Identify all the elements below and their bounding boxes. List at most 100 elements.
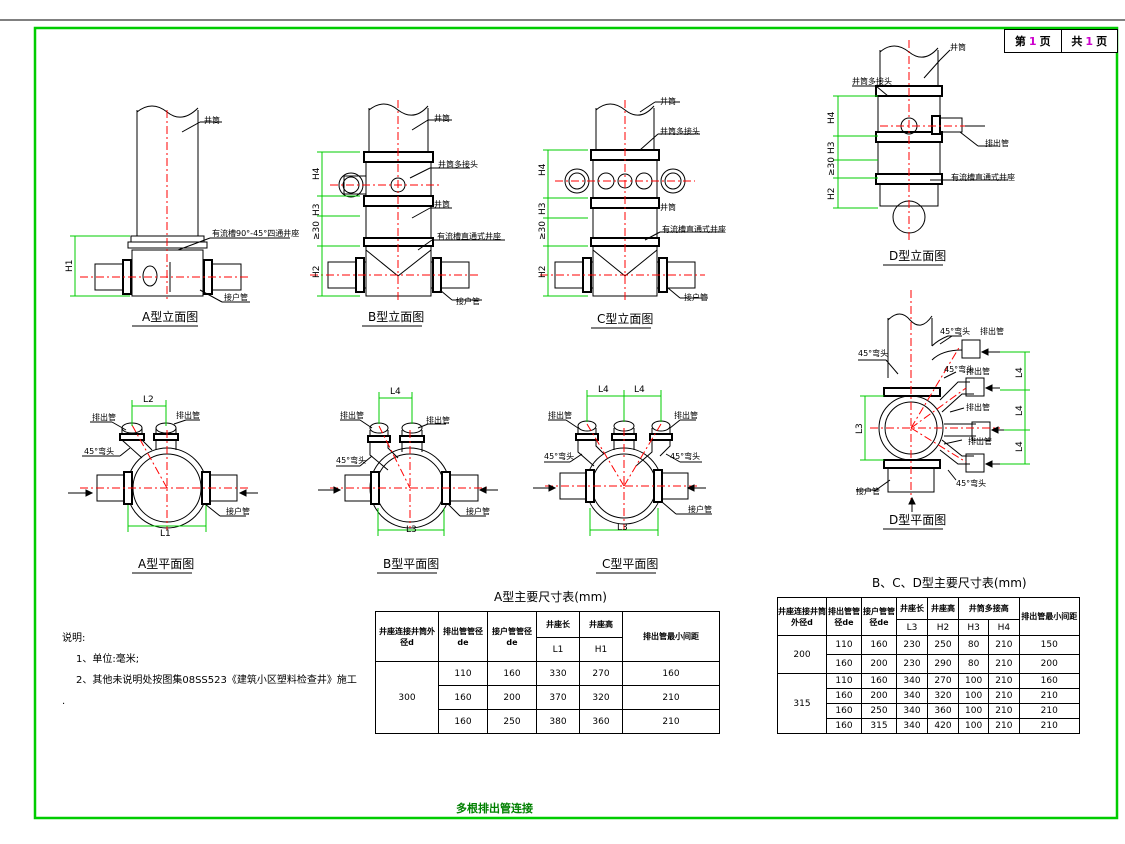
total-unit: 页 xyxy=(1096,35,1108,48)
b-plan-outlet-left-label: 排出管 xyxy=(340,410,364,420)
a-plan-l1-dim: L1 xyxy=(160,529,171,539)
tb-g0r0c1: 160 xyxy=(861,635,897,655)
notes-item-1: 1、单位:毫米; xyxy=(76,654,140,665)
tb-g1r0c1: 160 xyxy=(861,673,897,689)
b-elev-ge30-dim: ≥30 xyxy=(312,221,322,240)
d-plan-l4c-dim: L4 xyxy=(1015,441,1025,452)
tb-g1r0c0: 110 xyxy=(826,673,862,689)
tb-g1r2c4: 100 xyxy=(957,703,990,719)
ta-h2: 排出管管径de xyxy=(438,611,488,662)
b-elev-shaft-label: 井筒 xyxy=(434,113,450,123)
d-plan-elbow1-label: 45°弯头 xyxy=(940,326,970,336)
c-elev-h3-dim: H3 xyxy=(538,203,548,216)
c-elevation-caption: C型立面图 xyxy=(597,311,653,326)
d-elevation-view xyxy=(833,40,1008,240)
ta-r1c3: 320 xyxy=(579,685,623,710)
b-elev-h3-dim: H3 xyxy=(312,204,322,217)
a-elev-base-label: 有流槽90°-45°四通井座 xyxy=(212,228,299,238)
notes-item-2: 2、其他未说明处按图集08SS523《建筑小区塑料检查井》施工 xyxy=(76,675,357,686)
b-plan-caption: B型平面图 xyxy=(383,557,439,571)
ta-sh4: L1 xyxy=(536,637,580,662)
tb-g1r2c1: 250 xyxy=(861,703,897,719)
c-elev-h4-dim: H4 xyxy=(538,163,548,176)
d-elev-outlet-label: 排出管 xyxy=(985,138,1009,148)
tb-sh6b: H4 xyxy=(988,619,1020,636)
tb-g0r0c4: 80 xyxy=(957,635,990,655)
a-elev-shaft-label: 井筒 xyxy=(204,115,220,125)
tb-g1r1c1: 200 xyxy=(861,688,897,704)
b-plan-outlet-right-label: 排出管 xyxy=(426,415,450,425)
tb-g1r3c6: 210 xyxy=(1018,718,1080,734)
ta-r0c3: 270 xyxy=(579,661,623,686)
b-plan-view xyxy=(318,392,498,536)
table-a: 井座连接井筒外径d 排出管管径de 接户管管径de 井座长 井座高 排出管最小间… xyxy=(375,611,720,734)
b-elev-household-label: 接户管 xyxy=(456,296,480,306)
d-plan-l3-dim: L3 xyxy=(855,423,865,434)
a-plan-household-label: 接户管 xyxy=(226,506,250,516)
ta-h4: 井座长 xyxy=(536,611,580,638)
tb-g1r3c0: 160 xyxy=(826,718,862,734)
a-elevation-caption: A型立面图 xyxy=(142,309,198,324)
tb-h4: 井座长 xyxy=(896,597,928,620)
a-plan-caption: A型平面图 xyxy=(138,557,194,571)
c-plan-elbow-right-label: 45°弯头 xyxy=(670,451,700,461)
ta-h3: 接户管管径de xyxy=(487,611,537,662)
c-elev-household-label: 接户管 xyxy=(684,292,708,302)
tb-h5: 井座高 xyxy=(927,597,959,620)
ta-r0c0: 110 xyxy=(438,661,488,686)
page-total: 1 xyxy=(1085,34,1094,48)
page-current: 1 xyxy=(1028,34,1037,48)
tb-g1r2c3: 360 xyxy=(927,703,959,719)
d-plan-l4a-dim: L4 xyxy=(1015,367,1025,378)
tb-g1: 315 xyxy=(777,673,827,734)
ta-r0c1: 160 xyxy=(487,661,537,686)
tb-h3: 接户管管径de xyxy=(861,597,897,636)
c-elevation-view xyxy=(540,100,725,300)
d-elev-h3-dim: H3 xyxy=(827,142,837,155)
notes-heading: 说明: xyxy=(62,633,86,644)
b-plan-l4-dim: L4 xyxy=(390,387,401,397)
tb-g1r0c4: 100 xyxy=(957,673,990,689)
d-plan-l4b-dim: L4 xyxy=(1015,405,1025,416)
ta-r2c4: 210 xyxy=(622,709,720,734)
b-elev-base-label: 有流槽直通式井座 xyxy=(437,231,501,241)
ta-h6: 排出管最小间距 xyxy=(622,611,720,662)
tb-g0: 200 xyxy=(777,635,827,674)
table-a-title: A型主要尺寸表(mm) xyxy=(494,590,607,604)
c-elev-base-label: 有流槽直通式井座 xyxy=(662,224,726,234)
c-plan-view xyxy=(533,390,712,536)
a-plan-l2-dim: L2 xyxy=(143,395,154,405)
b-plan-household-label: 接户管 xyxy=(466,506,490,516)
page-prefix: 第 xyxy=(1014,35,1026,48)
b-elev-shaft2-label: 井筒 xyxy=(434,199,450,209)
c-plan-outlet-left-label: 排出管 xyxy=(548,410,572,420)
d-elev-base-label: 有流槽直通式井座 xyxy=(951,172,1015,182)
tb-sh5: H2 xyxy=(927,619,959,636)
tb-g1r1c4: 100 xyxy=(957,688,990,704)
tb-g1r0c3: 270 xyxy=(927,673,959,689)
c-plan-elbow-left-label: 45°弯头 xyxy=(544,451,574,461)
tb-g1r3c1: 315 xyxy=(861,718,897,734)
tb-g0r0c5: 210 xyxy=(988,635,1020,655)
notes: 说明: 1、单位:毫米; 2、其他未说明处按图集08SS523《建筑小区塑料检查… xyxy=(62,628,357,712)
tb-g1r3c5: 210 xyxy=(988,718,1020,734)
d-elev-h2-dim: H2 xyxy=(827,188,837,201)
d-elevation-caption: D型立面图 xyxy=(889,248,946,263)
tb-g1r3c3: 420 xyxy=(927,718,959,734)
c-plan-outlet-right-label: 排出管 xyxy=(674,410,698,420)
a-plan-elbow-label: 45°弯头 xyxy=(84,446,114,456)
tb-g1r1c2: 340 xyxy=(896,688,928,704)
tb-h6: 井筒多接高 xyxy=(958,597,1020,620)
d-plan-outlet3-label: 排出管 xyxy=(966,402,990,412)
tb-h2: 排出管管径de xyxy=(826,597,862,636)
tb-g1r1c0: 160 xyxy=(826,688,862,704)
c-elev-shaft-label: 井筒 xyxy=(660,96,676,106)
b-plan-elbow-label: 45°弯头 xyxy=(336,455,366,465)
tb-g0r1c4: 80 xyxy=(957,654,990,674)
tb-g0r1c1: 200 xyxy=(861,654,897,674)
total-prefix: 共 xyxy=(1071,35,1083,48)
b-elev-joint-label: 井筒多接头 xyxy=(438,159,478,169)
tb-g0r0c0: 110 xyxy=(826,635,862,655)
